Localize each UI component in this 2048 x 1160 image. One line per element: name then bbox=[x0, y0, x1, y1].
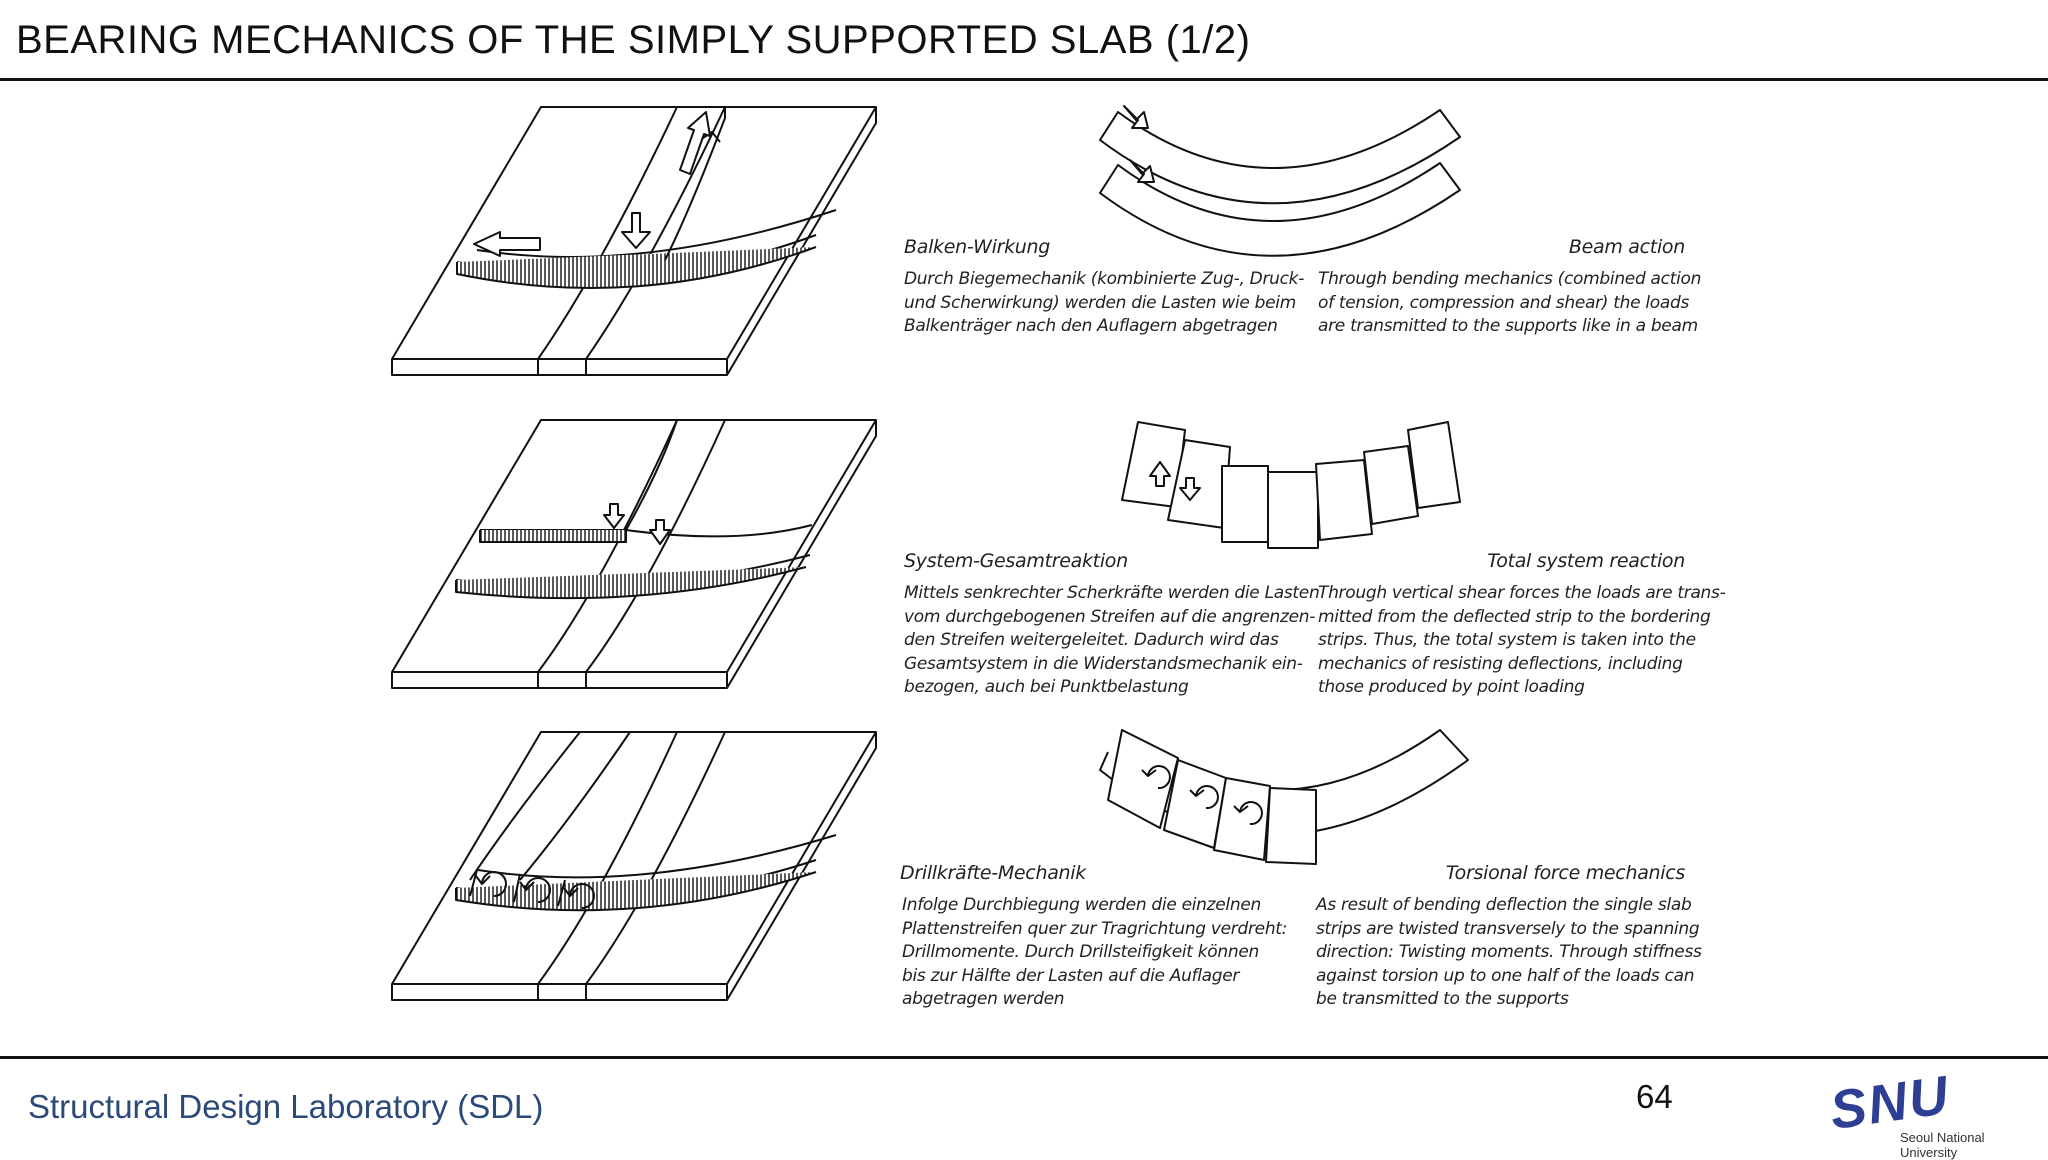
text-line: abgetragen werden bbox=[902, 989, 1065, 1009]
text-line: those produced by point loading bbox=[1318, 677, 1585, 697]
text-line: Plattenstreifen quer zur Tragrichtung ve… bbox=[902, 918, 1288, 939]
total-system-diagram bbox=[1121, 421, 1461, 549]
text-line: be transmitted to the supports bbox=[1316, 989, 1569, 1009]
slide-title: BEARING MECHANICS OF THE SIMPLY SUPPORTE… bbox=[16, 18, 1251, 62]
text-line: strips are twisted transversely to the s… bbox=[1316, 918, 1700, 939]
text-line: mitted from the deflected strip to the b… bbox=[1318, 606, 1711, 627]
title-divider bbox=[0, 78, 2048, 81]
torsional-en-title: Torsional force mechanics bbox=[1445, 862, 1686, 884]
footer-lab-name: Structural Design Laboratory (SDL) bbox=[28, 1088, 544, 1125]
text-line: strips. Thus, the total system is taken … bbox=[1318, 630, 1696, 650]
footer-divider bbox=[0, 1056, 2048, 1059]
text-line: As result of bending deflection the sing… bbox=[1316, 895, 1692, 915]
text-line: mechanics of resisting deflections, incl… bbox=[1318, 653, 1683, 674]
text-line: den Streifen weitergeleitet. Dadurch wir… bbox=[904, 630, 1279, 650]
text-line: direction: Twisting moments. Through sti… bbox=[1316, 942, 1702, 962]
beam-action-en-text: Through bending mechanics (combined acti… bbox=[1318, 268, 1703, 339]
text-line: are transmitted to the supports like in … bbox=[1318, 316, 1698, 336]
text-line: against torsion up to one half of the lo… bbox=[1316, 965, 1695, 986]
beam-action-diagram bbox=[1099, 105, 1461, 257]
slab-torsional bbox=[391, 731, 877, 1001]
text-line: of tension, compression and shear) the l… bbox=[1318, 292, 1690, 313]
slab1-arrows bbox=[473, 111, 711, 257]
torsional-de-text: Infolge Durchbiegung werden die einzelne… bbox=[902, 894, 1288, 1012]
beam-action-de-text: Durch Biegemechanik (kombinierte Zug-, D… bbox=[904, 268, 1305, 339]
total-system-en-title: Total system reaction bbox=[1487, 550, 1685, 572]
text-line: bis zur Hälfte der Lasten auf die Auflag… bbox=[902, 965, 1240, 986]
text-line: Drillmomente. Durch Drillsteifigkeit kön… bbox=[902, 942, 1259, 962]
text-line: Infolge Durchbiegung werden die einzelne… bbox=[902, 895, 1261, 915]
torsional-diagram bbox=[1099, 729, 1469, 865]
beam-action-de-title: Balken-Wirkung bbox=[904, 236, 1051, 258]
text-line: und Scherwirkung) werden die Lasten wie … bbox=[904, 292, 1296, 313]
text-line: Through vertical shear forces the loads … bbox=[1318, 583, 1726, 603]
torsional-de-title: Drillkräfte-Mechanik bbox=[900, 862, 1086, 884]
beam-action-en-title: Beam action bbox=[1568, 236, 1685, 258]
torsional-en-text: As result of bending deflection the sing… bbox=[1316, 894, 1702, 1012]
snu-logo: SNU Seoul National University bbox=[1826, 1065, 2030, 1160]
page-number: 64 bbox=[1636, 1078, 1673, 1115]
text-line: vom durchgebogenen Streifen auf die angr… bbox=[904, 606, 1316, 627]
text-line: Balkenträger nach den Auflagern abgetrag… bbox=[904, 316, 1278, 336]
logo-subtitle: Seoul National University bbox=[1900, 1130, 1985, 1160]
torsional-diagram-arrows bbox=[1141, 765, 1263, 826]
text-line: bezogen, auch bei Punktbelastung bbox=[904, 677, 1189, 697]
text-line: Through bending mechanics (combined acti… bbox=[1318, 269, 1702, 289]
text-line: Durch Biegemechanik (kombinierte Zug-, D… bbox=[904, 269, 1305, 289]
total-system-de-text: Mittels senkrechter Scherkräfte werden d… bbox=[904, 582, 1320, 700]
text-line: Mittels senkrechter Scherkräfte werden d… bbox=[904, 583, 1320, 603]
total-system-de-title: System-Gesamtreaktion bbox=[904, 550, 1128, 572]
total-system-en-text: Through vertical shear forces the loads … bbox=[1318, 582, 1726, 700]
text-line: Gesamtsystem in die Widerstandsmechanik … bbox=[904, 653, 1303, 674]
slab3-twist-arrows bbox=[475, 871, 595, 909]
slab-total-system bbox=[391, 419, 877, 689]
